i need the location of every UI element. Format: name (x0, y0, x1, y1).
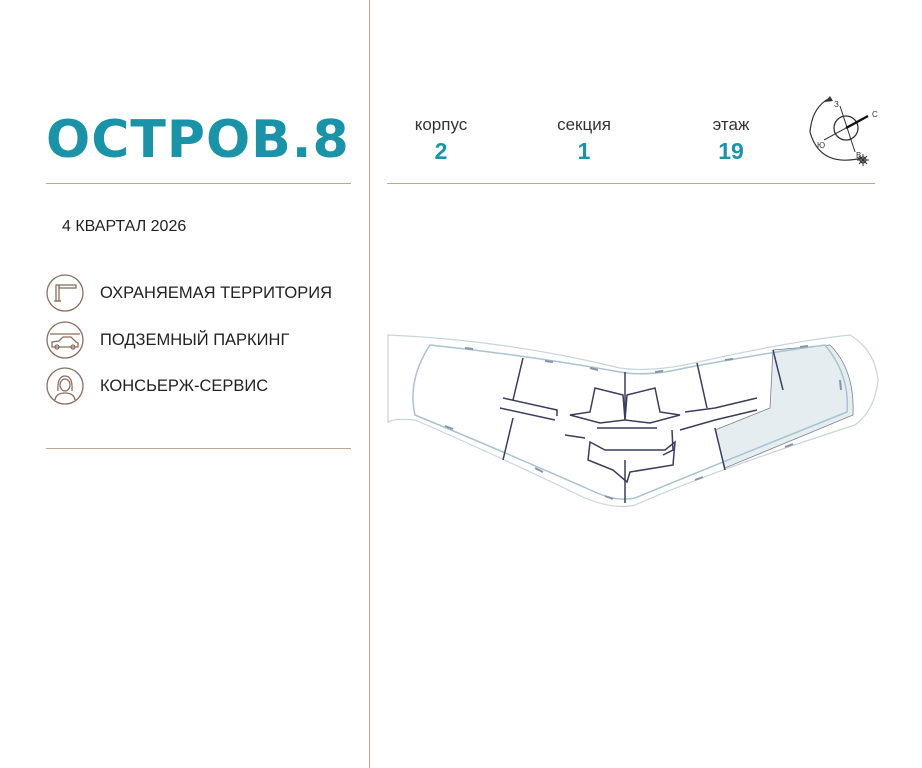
feature-parking: ПОДЗЕМНЫЙ ПАРКИНГ (46, 321, 289, 359)
concierge-icon (46, 367, 84, 405)
windows (444, 345, 842, 500)
compass-east: В (856, 151, 861, 160)
building-value: 2 (434, 138, 448, 164)
feature-label: КОНСЬЕРЖ-СЕРВИС (100, 376, 269, 395)
floor-plan[interactable] (385, 320, 895, 520)
feature-label: ПОДЗЕМНЫЙ ПАРКИНГ (100, 330, 290, 349)
building-label: корпус (414, 115, 468, 134)
interior-walls (499, 349, 784, 503)
compass-west: З (834, 100, 839, 109)
brand-logo: ОСТРОВ.8 (46, 110, 350, 170)
compass-north: С (872, 110, 878, 119)
compass-south: Ю (817, 141, 825, 150)
divider (46, 448, 351, 449)
building-info: корпус 2 (381, 115, 501, 165)
completion-date: 4 КВАРТАЛ 2026 (62, 218, 187, 235)
floor-info: этаж 19 (671, 115, 791, 165)
floor-label: этаж (712, 115, 750, 134)
section-value: 1 (577, 138, 591, 164)
feature-secured-territory: ОХРАНЯЕМАЯ ТЕРРИТОРИЯ (46, 274, 332, 312)
car-icon (46, 321, 84, 359)
feature-concierge: КОНСЬЕРЖ-СЕРВИС (46, 367, 268, 405)
section-info: секция 1 (524, 115, 644, 165)
compass-icon: С Ю З В (809, 96, 878, 166)
divider (46, 183, 351, 184)
vertical-divider (369, 0, 370, 768)
section-label: секция (557, 115, 611, 134)
barrier-icon (46, 274, 84, 312)
feature-label: ОХРАНЯЕМАЯ ТЕРРИТОРИЯ (100, 283, 332, 302)
divider (387, 183, 875, 184)
floor-value: 19 (718, 138, 744, 164)
